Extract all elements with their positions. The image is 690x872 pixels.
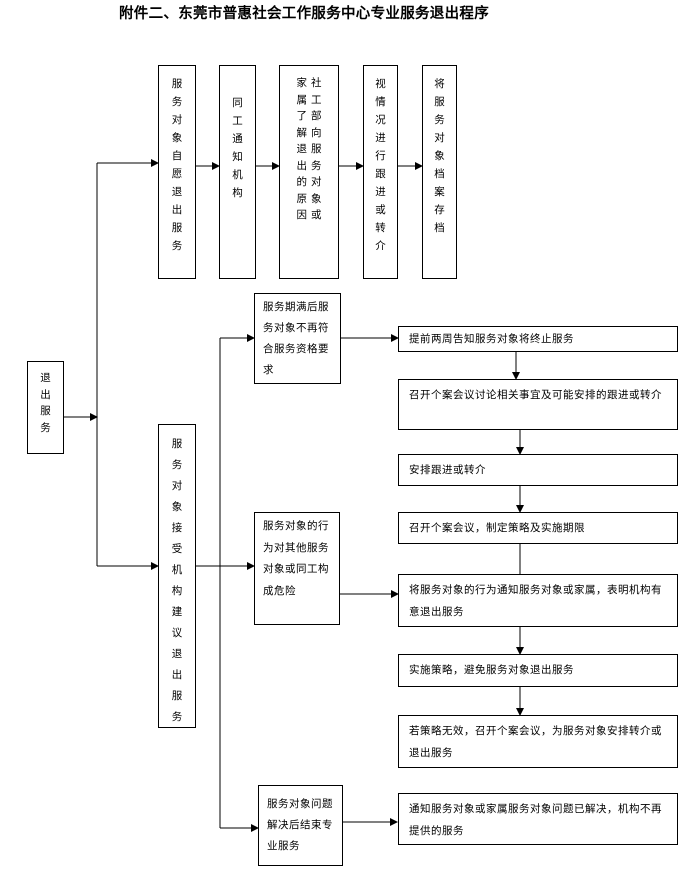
step-case-meeting-discuss: 召开个案会议讨论相关事宜及可能安排的跟进或转介: [398, 379, 678, 430]
step-case-meeting-strategy-label: 召开个案会议，制定策略及实施期限: [409, 522, 585, 534]
start-node-label: 退出服务: [40, 372, 51, 434]
follow-up-node: 视情况进行跟进或转介: [363, 65, 398, 279]
step-case-meeting-strategy: 召开个案会议，制定策略及实施期限: [398, 512, 678, 544]
notify-agency-label: 同工通知机构: [232, 97, 243, 199]
condition-danger-label: 服务对象的行为对其他服务对象或同工构成危险: [263, 520, 329, 597]
step-notify-two-weeks-label: 提前两周告知服务对象将终止服务: [409, 333, 574, 345]
step-notify-family: 将服务对象的行为通知服务对象或家属，表明机构有意退出服务: [398, 574, 678, 627]
step-arrange-follow-up: 安排跟进或转介: [398, 454, 678, 486]
step-implement-strategy-label: 实施策略，避免服务对象退出服务: [409, 664, 574, 676]
condition-resolved-label: 服务对象问题解决后结束专业服务: [267, 798, 333, 852]
step-notify-family-label: 将服务对象的行为通知服务对象或家属，表明机构有意退出服务: [409, 584, 662, 618]
voluntary-exit-node: 服务对象自愿退出服务: [158, 65, 196, 279]
archive-label: 将服务对象档案存档: [434, 78, 445, 234]
notify-agency-node: 同工通知机构: [219, 65, 256, 279]
step-strategy-failed: 若策略无效，召开个案会议，为服务对象安排转介或退出服务: [398, 715, 678, 768]
social-work-inquiry-label: 社工部向服务对象或家属了解退出的原因: [296, 77, 322, 221]
step-problem-resolved-label: 通知服务对象或家属服务对象问题已解决，机构不再提供的服务: [409, 803, 662, 837]
agency-advised-node: 服务对象接受机构建议退出服务: [158, 424, 196, 728]
archive-node: 将服务对象档案存档: [422, 65, 457, 279]
condition-danger: 服务对象的行为对其他服务对象或同工构成危险: [254, 512, 340, 625]
step-notify-two-weeks: 提前两周告知服务对象将终止服务: [398, 326, 678, 352]
step-problem-resolved: 通知服务对象或家属服务对象问题已解决，机构不再提供的服务: [398, 793, 678, 845]
agency-advised-label: 服务对象接受机构建议退出服务: [171, 438, 183, 723]
step-implement-strategy: 实施策略，避免服务对象退出服务: [398, 654, 678, 687]
voluntary-exit-label: 服务对象自愿退出服务: [171, 78, 183, 252]
condition-term-ended-label: 服务期满后服务对象不再符合服务资格要求: [263, 301, 329, 376]
condition-term-ended: 服务期满后服务对象不再符合服务资格要求: [254, 293, 341, 384]
follow-up-label: 视情况进行跟进或转介: [375, 78, 386, 252]
social-work-inquiry-node: 社工部向服务对象或家属了解退出的原因: [279, 65, 339, 279]
page-title: 附件二、东莞市普惠社会工作服务中心专业服务退出程序: [119, 6, 489, 22]
condition-resolved: 服务对象问题解决后结束专业服务: [258, 785, 343, 866]
start-node: 退出服务: [27, 361, 64, 454]
step-arrange-follow-up-label: 安排跟进或转介: [409, 464, 486, 476]
step-strategy-failed-label: 若策略无效，召开个案会议，为服务对象安排转介或退出服务: [409, 725, 662, 759]
step-case-meeting-discuss-label: 召开个案会议讨论相关事宜及可能安排的跟进或转介: [409, 389, 662, 401]
